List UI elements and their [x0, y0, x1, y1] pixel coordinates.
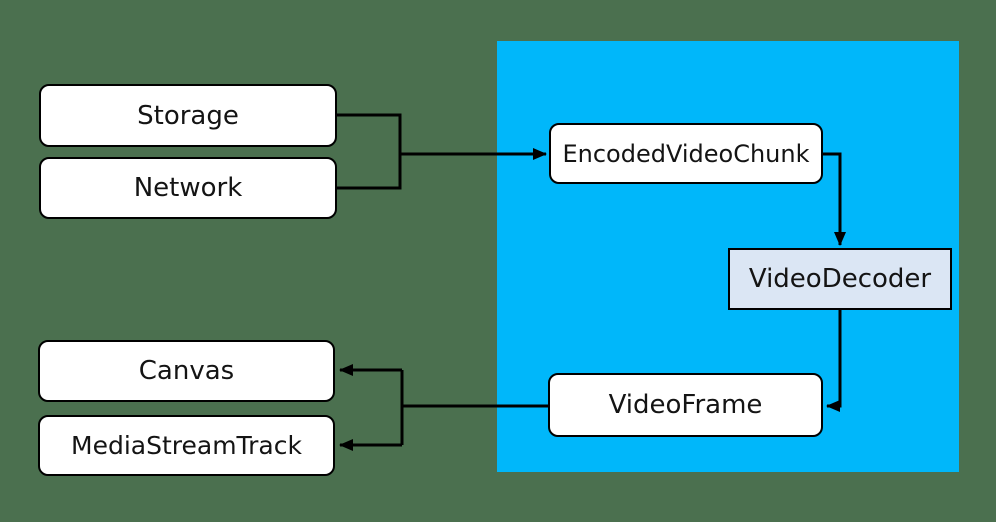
node-video-frame-label: VideoFrame: [608, 390, 763, 420]
node-video-decoder: VideoDecoder: [728, 248, 952, 310]
node-storage-label: Storage: [137, 100, 239, 131]
node-canvas: Canvas: [38, 340, 335, 402]
node-encoded-video-chunk-label: EncodedVideoChunk: [562, 139, 810, 168]
node-network: Network: [39, 157, 337, 219]
node-canvas-label: Canvas: [138, 356, 235, 386]
node-media-stream-track-label: MediaStreamTrack: [71, 431, 302, 460]
node-network-label: Network: [133, 173, 243, 203]
node-encoded-video-chunk: EncodedVideoChunk: [549, 123, 823, 184]
connector-storage-network-bracket: [337, 113, 402, 190]
node-media-stream-track: MediaStreamTrack: [38, 415, 335, 476]
node-video-decoder-label: VideoDecoder: [748, 264, 932, 294]
node-storage: Storage: [39, 84, 337, 147]
node-video-frame: VideoFrame: [548, 373, 823, 437]
